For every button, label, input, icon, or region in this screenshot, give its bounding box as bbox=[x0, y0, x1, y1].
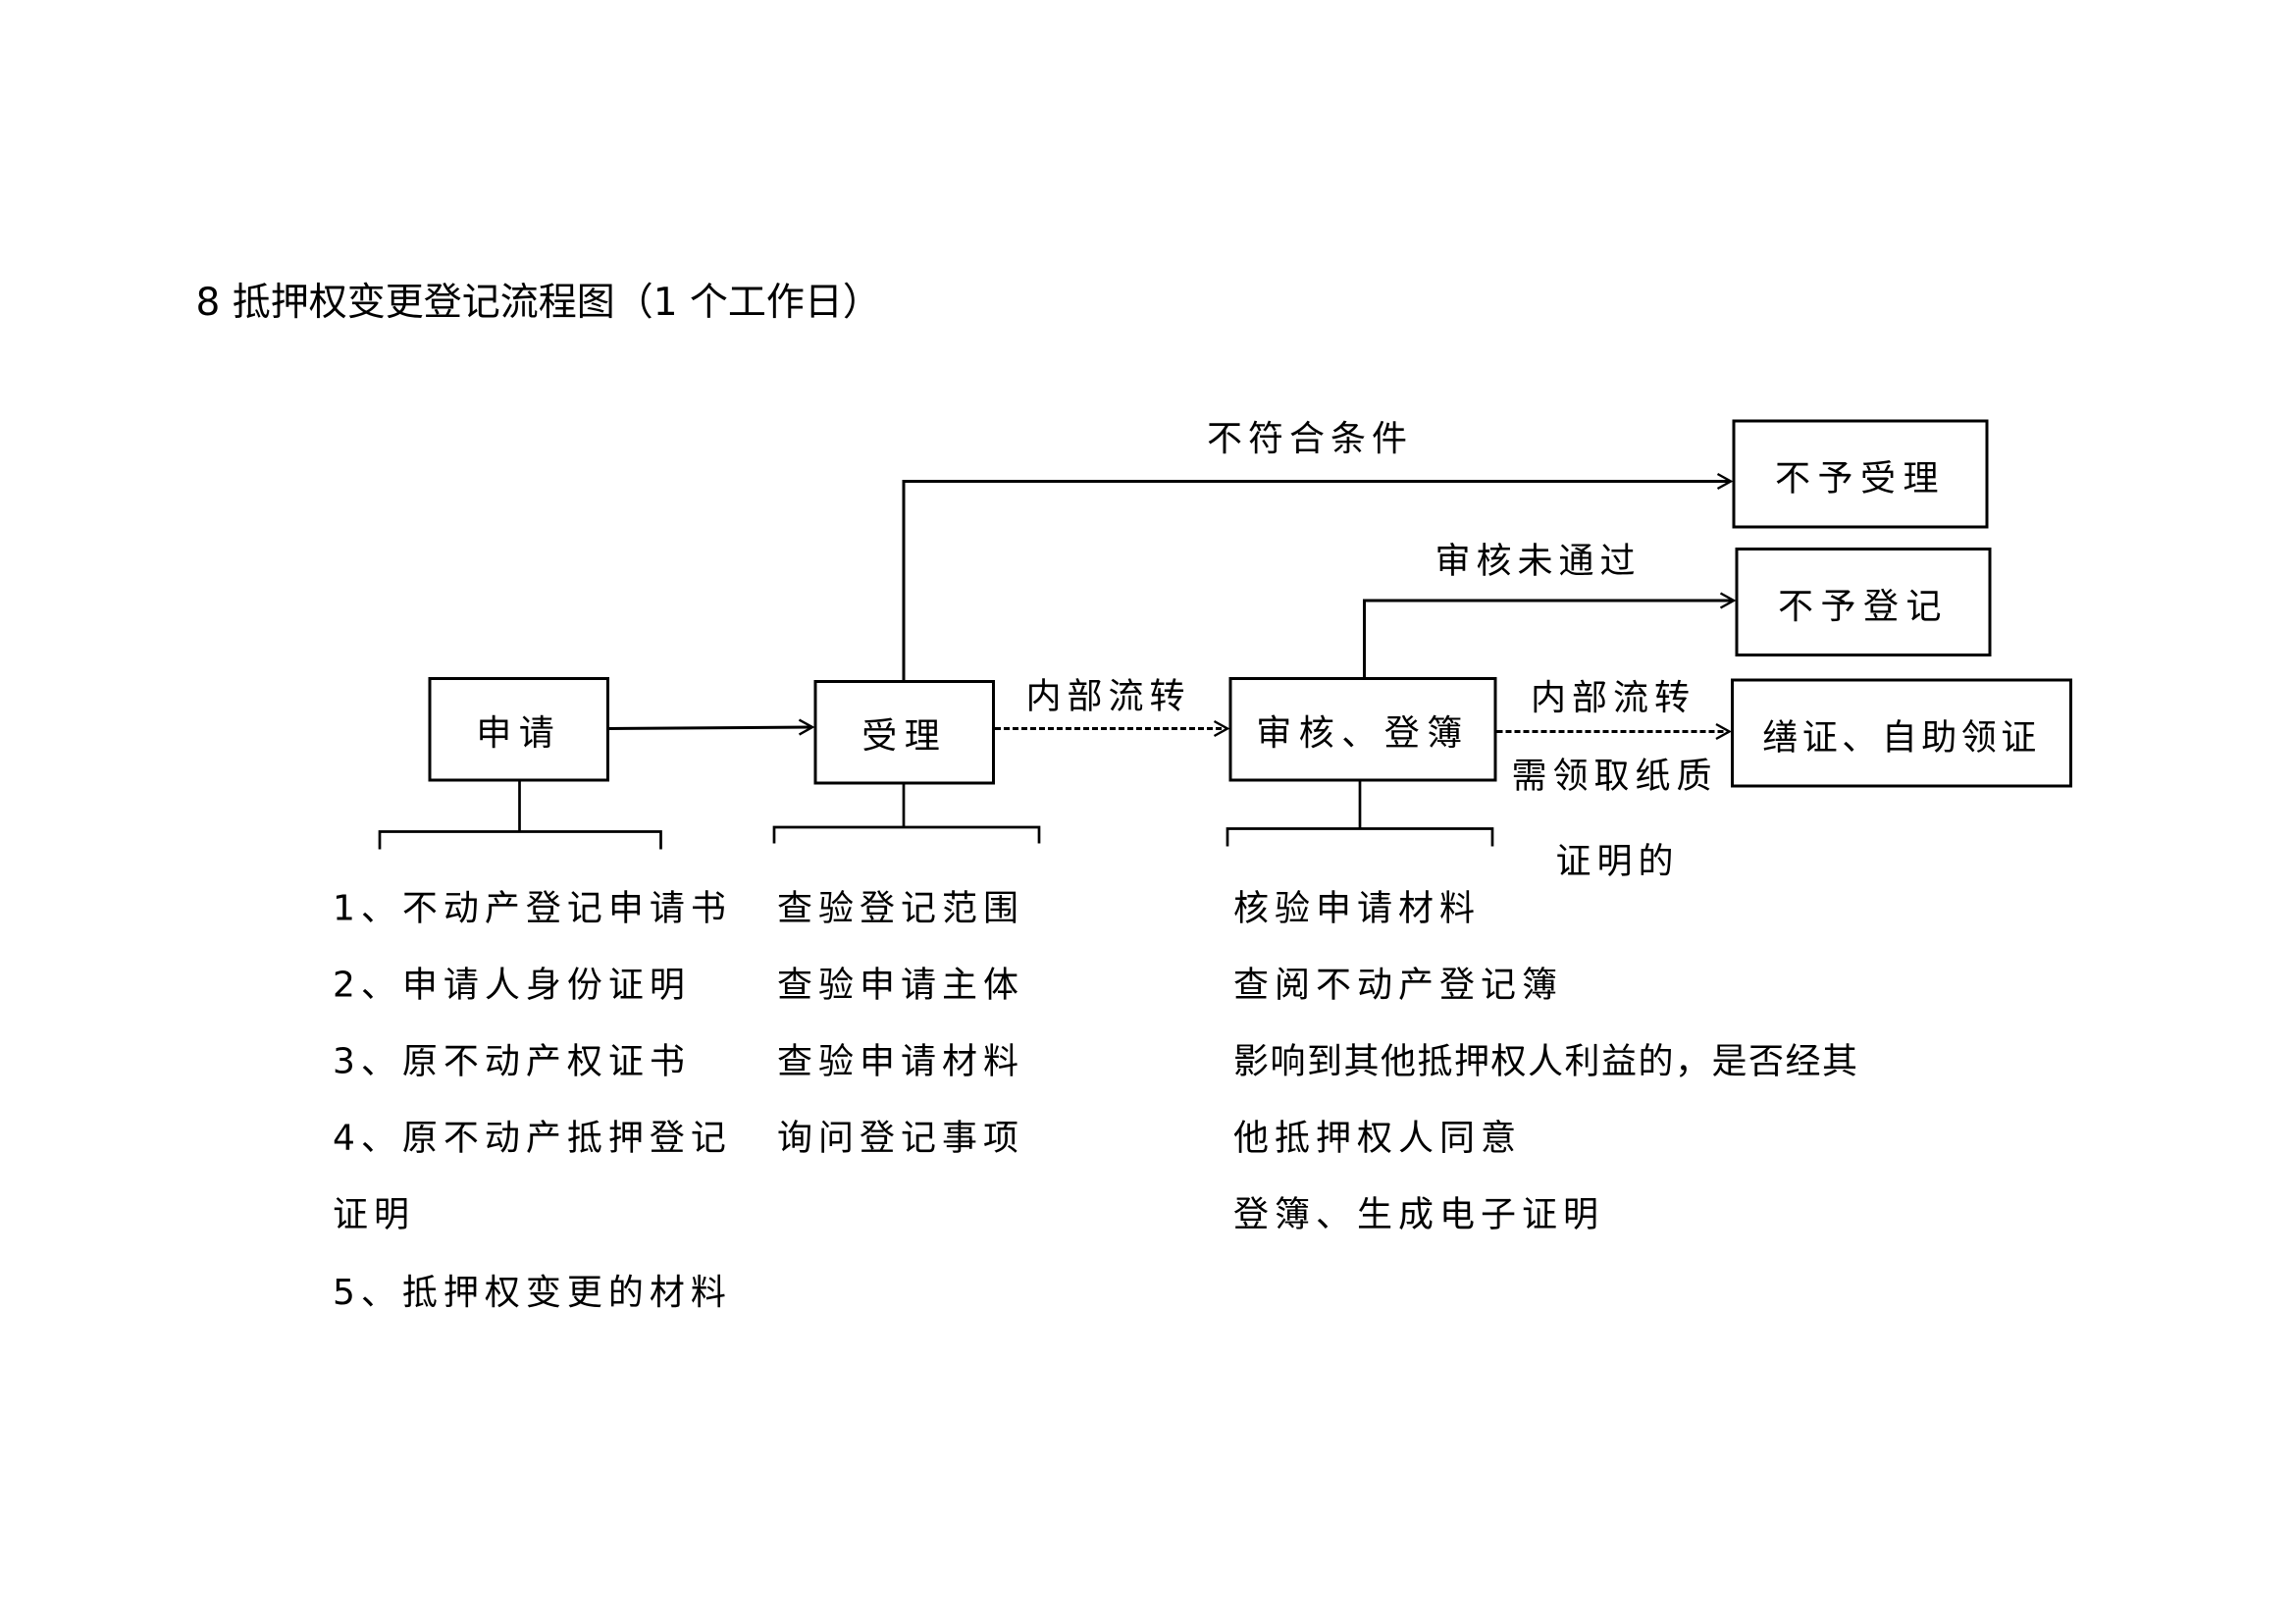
arrow-apply-to-accept bbox=[608, 718, 815, 736]
label-paper-cert-2: 证明的 bbox=[1555, 840, 1680, 882]
list-item: 查验申请主体 bbox=[777, 964, 1024, 1006]
bracket-accept bbox=[772, 784, 1041, 844]
list-item: 4、原不动产抵押登记 bbox=[333, 1117, 732, 1159]
bracket-review bbox=[1226, 781, 1494, 847]
box-reject-accept: 不予受理 bbox=[1732, 419, 1989, 529]
box-reject-register: 不予登记 bbox=[1735, 548, 1992, 656]
list-item: 查阅不动产登记簿 bbox=[1233, 964, 1563, 1006]
list-item: 核验申请材料 bbox=[1233, 887, 1481, 929]
list-item: 查验登记范围 bbox=[777, 887, 1024, 929]
box-review-register: 审核、登簿 bbox=[1228, 677, 1497, 782]
label-internal-transfer-2: 内部流转 bbox=[1531, 677, 1695, 718]
list-item: 3、原不动产权证书 bbox=[333, 1040, 691, 1082]
arrow-review-failed bbox=[1363, 592, 1737, 677]
label-internal-transfer-1: 内部流转 bbox=[1025, 675, 1191, 717]
list-item: 查验申请材料 bbox=[777, 1040, 1024, 1082]
list-item: 5、抵押权变更的材料 bbox=[333, 1272, 732, 1313]
label-not-qualified: 不符合条件 bbox=[1207, 418, 1413, 459]
page-title: 8 抵押权变更登记流程图（1 个工作日） bbox=[195, 281, 881, 326]
list-item: 1、不动产登记申请书 bbox=[333, 887, 732, 929]
box-certificate: 缮证、自助领证 bbox=[1731, 678, 2072, 788]
list-item: 登簿、生成电子证明 bbox=[1233, 1193, 1604, 1235]
list-item: 影响到其他抵押权人利益的，是否经其 bbox=[1233, 1040, 1859, 1082]
label-paper-cert-1: 需领取纸质 bbox=[1511, 755, 1718, 797]
bracket-apply bbox=[378, 781, 662, 850]
list-item: 询问登记事项 bbox=[777, 1117, 1024, 1159]
label-review-failed: 审核未通过 bbox=[1434, 540, 1642, 582]
list-item: 2、申请人身份证明 bbox=[333, 964, 691, 1006]
list-item: 他抵押权人同意 bbox=[1233, 1117, 1522, 1159]
box-apply: 申请 bbox=[428, 677, 609, 782]
list-item: 证明 bbox=[333, 1193, 415, 1235]
box-accept: 受理 bbox=[813, 680, 995, 785]
arrow-not-qualified bbox=[902, 472, 1734, 680]
